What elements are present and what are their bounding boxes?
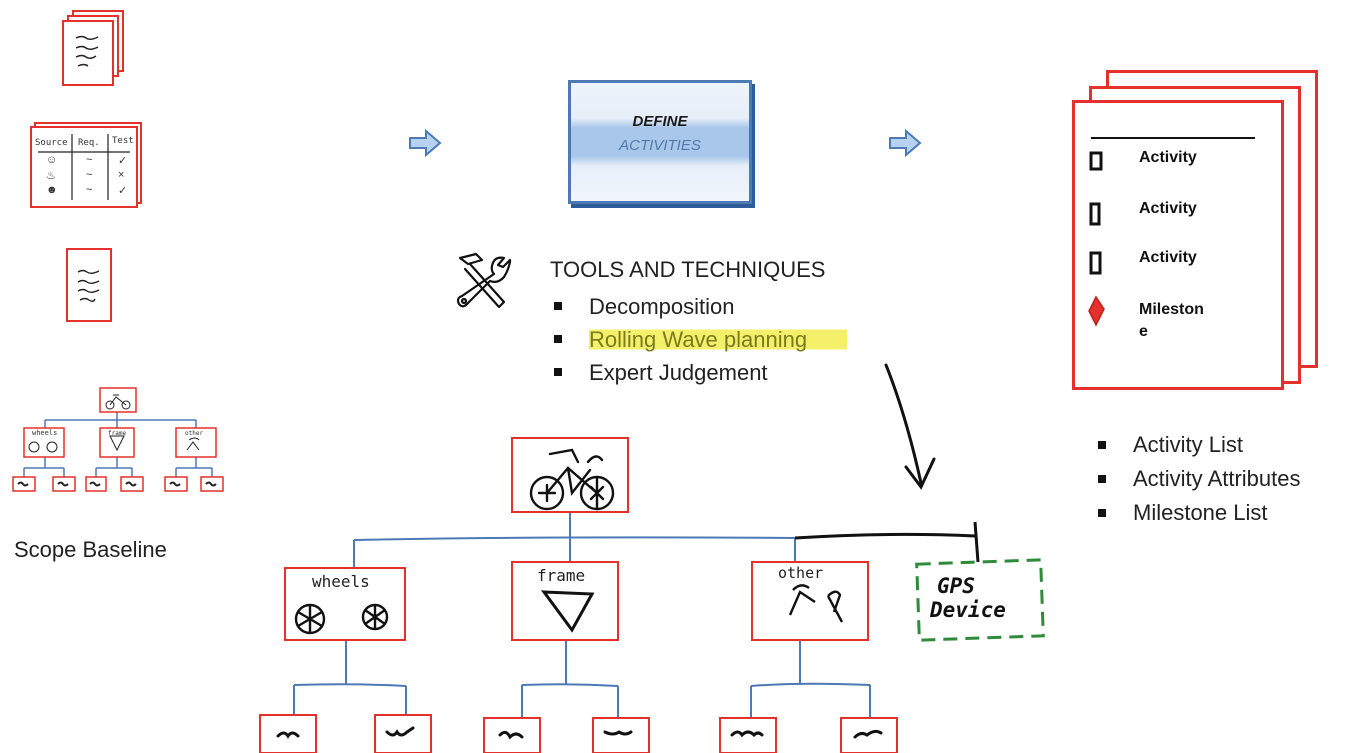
activity-row-label: Activity xyxy=(1139,249,1197,266)
bullet-icon xyxy=(554,368,562,376)
tools-and-techniques-title: TOOLS AND TECHNIQUES xyxy=(550,257,826,282)
scope-baseline-label: Scope Baseline xyxy=(14,537,167,562)
arrow-right-icon xyxy=(409,129,442,157)
table-cell: × xyxy=(118,169,125,181)
activity-row-label: Activity xyxy=(1139,149,1197,166)
bullet-icon xyxy=(1098,475,1106,483)
list-item-highlighted: Rolling Wave planning xyxy=(553,323,848,356)
list-item: Expert Judgement xyxy=(553,356,807,389)
table-header-req: Req. xyxy=(78,138,100,148)
tools-list: Decomposition Rolling Wave planning Expe… xyxy=(553,290,848,389)
wbs-node-label: other xyxy=(778,564,823,582)
hand-drawn-arrow xyxy=(884,363,936,490)
small-wbs-label: wheels xyxy=(32,429,57,437)
bullet-icon xyxy=(1098,441,1106,449)
scope-baseline-wbs-icon: wheels frame other xyxy=(12,387,224,492)
process-title-line1: DEFINE xyxy=(632,113,688,130)
table-cell: ☻ xyxy=(46,184,58,196)
small-wbs-label: frame xyxy=(108,430,126,437)
table-cell: ✓ xyxy=(118,155,128,167)
table-header-source: Source xyxy=(35,138,68,148)
wbs-node-label: frame xyxy=(537,566,585,585)
process-title-line2: ACTIVITIES xyxy=(619,137,701,154)
list-item: Activity List xyxy=(1097,428,1301,462)
small-wbs-label: other xyxy=(185,430,203,437)
milestone-row-label: Mileston e xyxy=(1139,301,1204,340)
table-cell: ~ xyxy=(86,154,93,166)
list-item: Decomposition xyxy=(553,290,807,323)
bullet-icon xyxy=(554,302,562,310)
list-item: Milestone List xyxy=(1097,496,1301,530)
table-cell: ✓ xyxy=(118,185,128,197)
table-header-test: Test xyxy=(112,136,134,146)
table-cell: ♨ xyxy=(46,170,56,182)
arrow-right-icon xyxy=(889,129,922,157)
table-cell: ☺ xyxy=(46,154,58,166)
outputs-list: Activity List Activity Attributes Milest… xyxy=(1097,428,1301,530)
list-item: Activity Attributes xyxy=(1097,462,1301,496)
table-cell: ~ xyxy=(86,169,93,181)
bullet-icon xyxy=(554,335,562,343)
document-icon xyxy=(66,248,112,322)
wbs-node-label: wheels xyxy=(312,572,370,591)
activity-row-label: Activity xyxy=(1139,200,1197,217)
tools-icon xyxy=(456,252,512,309)
table-cell: ~ xyxy=(86,184,93,196)
bullet-icon xyxy=(1098,509,1106,517)
define-activities-process-box: DEFINE ACTIVITIES xyxy=(568,80,752,204)
